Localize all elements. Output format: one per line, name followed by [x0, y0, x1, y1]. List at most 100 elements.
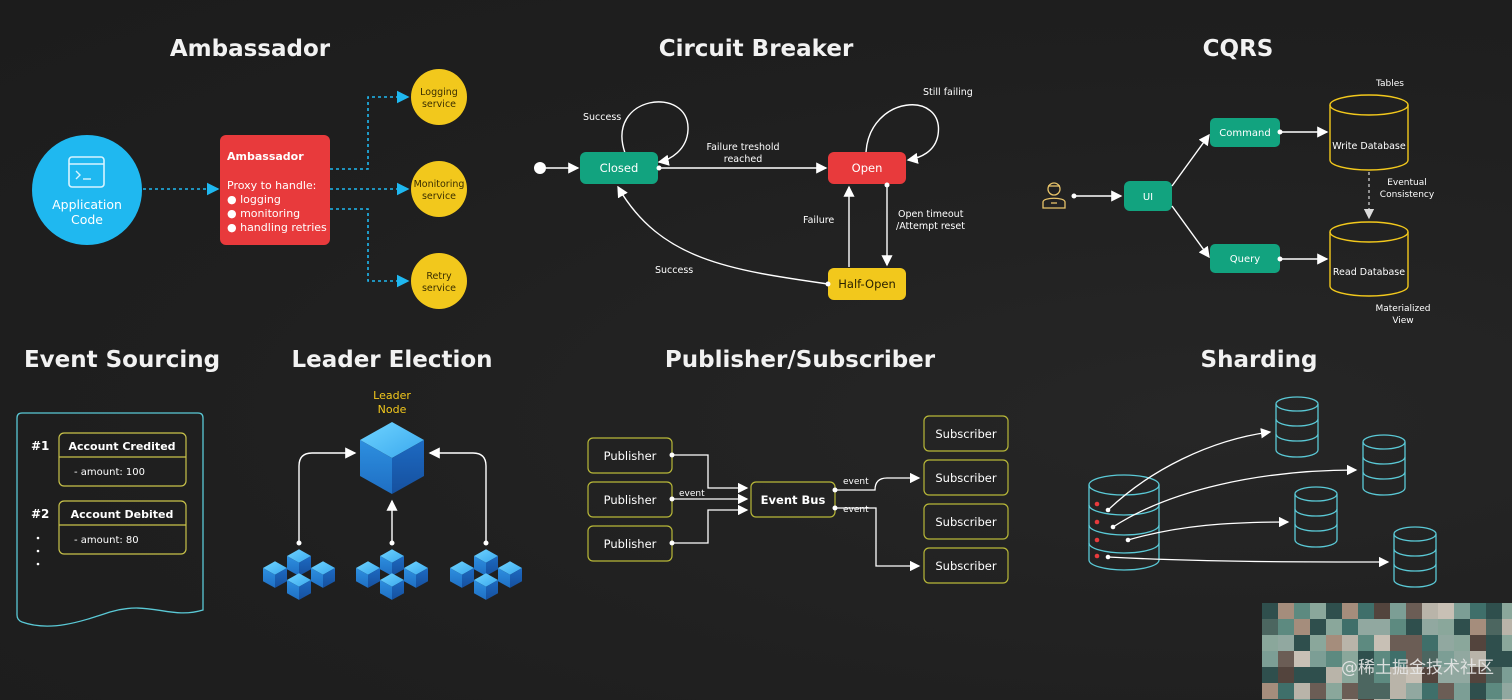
publisher-2-dot	[669, 496, 675, 502]
eventual-label-2: Consistency	[1380, 190, 1435, 200]
event-sourcing-diagram: #1 Account Credited - amount: 100 #2 Acc…	[16, 412, 204, 627]
event-bus-dot-1	[832, 487, 838, 493]
closed-connector-dot	[656, 165, 662, 171]
write-db-label: Write Database	[1332, 141, 1406, 152]
query-connector-dot	[1277, 256, 1283, 262]
follower-cube-2-d	[474, 573, 498, 600]
to-subscriber-2-arrow	[836, 472, 921, 491]
subscribe-event-label-1: event	[843, 477, 869, 487]
to-shard-2-arrow	[1112, 464, 1358, 528]
circuit-breaker-title: Circuit Breaker	[658, 36, 854, 62]
shard-database-icon-1	[1275, 396, 1319, 458]
application-code-label-1: Application	[52, 197, 122, 212]
subscribe-event-label-2: event	[843, 505, 869, 515]
shard-database-icon-4	[1393, 526, 1437, 588]
sharding-diagram	[1088, 396, 1437, 588]
event-sourcing-title: Event Sourcing	[23, 347, 221, 373]
event-2-detail: - amount: 80	[74, 535, 139, 546]
success-bottom-label: Success	[655, 265, 693, 276]
main-database-icon	[1088, 474, 1160, 571]
command-label: Command	[1219, 128, 1270, 139]
center-cluster-dot	[389, 540, 395, 546]
publisher-3-label: Publisher	[604, 537, 657, 551]
pubsub-diagram: Publisher Publisher Publisher event Even…	[587, 415, 1009, 584]
user-icon	[1042, 182, 1066, 209]
shard-src-dot-2	[1110, 524, 1116, 530]
ui-label: UI	[1143, 192, 1153, 203]
closed-state	[580, 152, 658, 184]
publisher-1-dot	[669, 452, 675, 458]
shard-key-dot-3	[1094, 537, 1100, 543]
follower-cube-1-d	[380, 573, 404, 600]
follower-cube-1-a	[380, 549, 404, 576]
user-connector-dot	[1071, 193, 1077, 199]
event-1-number: #1	[31, 439, 49, 453]
follower-cube-2-a	[474, 549, 498, 576]
follower-cube-2-c	[498, 561, 522, 588]
subscriber-1	[923, 415, 1009, 452]
read-db-label: Read Database	[1333, 267, 1405, 278]
subscriber-1-label: Subscriber	[935, 427, 997, 441]
monitoring-service-label-1: Monitoring	[414, 179, 465, 190]
monitoring-service-label-2: service	[422, 191, 456, 202]
left-cluster-dot	[296, 540, 302, 546]
follower-cube-1-c	[404, 561, 428, 588]
leader-label-1: Leader	[373, 389, 411, 402]
success-top-label: Success	[583, 112, 621, 123]
ambassador-box	[220, 135, 330, 245]
event-1-detail: - amount: 100	[74, 467, 145, 478]
logging-service-label-2: service	[422, 99, 456, 110]
subscriber-2	[923, 459, 1009, 496]
follower-cube-1-b	[356, 561, 380, 588]
leader-election-title: Leader Election	[291, 347, 493, 373]
closed-state-label: Closed	[600, 161, 639, 175]
shard-key-dot-4	[1094, 553, 1100, 559]
ambassador-box-title: Ambassador	[227, 150, 304, 163]
right-cluster-arrow	[428, 447, 487, 543]
open-timeout-label-2: /Attempt reset	[896, 221, 965, 232]
failure-label: Failure	[803, 215, 834, 226]
subscriber-4-label: Subscriber	[935, 559, 997, 573]
publish-event-label: event	[679, 489, 705, 499]
shard-src-dot-1	[1105, 507, 1111, 513]
event-2-card	[58, 500, 187, 555]
open-connector-dot	[884, 182, 890, 188]
publisher-1-label: Publisher	[604, 449, 657, 463]
shard-src-dot-3	[1125, 537, 1131, 543]
logging-service-node	[411, 69, 467, 125]
terminal-icon	[68, 156, 105, 188]
materialized-label-1: Materialized	[1375, 304, 1430, 314]
to-retry-arrow	[330, 208, 410, 288]
shard-key-dot-2	[1094, 519, 1100, 525]
shard-database-icon-3	[1294, 486, 1338, 548]
event-log-document	[16, 412, 204, 627]
to-logging-arrow	[330, 90, 410, 170]
command-connector-dot	[1277, 129, 1283, 135]
follower-cube-2-b	[450, 561, 474, 588]
follower-cube-0-a	[287, 549, 311, 576]
halfopen-connector-dot	[825, 281, 831, 287]
publisher-2-label: Publisher	[604, 493, 657, 507]
proxy-line-2: ● monitoring	[227, 207, 300, 220]
follower-node-clusters	[263, 549, 522, 600]
subscriber-3-label: Subscriber	[935, 515, 997, 529]
publisher-3-dot	[669, 540, 675, 546]
open-state-label: Open	[852, 161, 883, 175]
open-self-loop	[865, 104, 940, 164]
blurred-region	[1262, 603, 1512, 700]
command-node	[1210, 118, 1280, 147]
half-open-state-label: Half-Open	[838, 277, 896, 291]
shard-src-dot-4	[1105, 554, 1111, 560]
sharding-title: Sharding	[1200, 347, 1318, 373]
half-open-state	[828, 268, 906, 300]
closed-self-loop	[621, 101, 689, 166]
pubsub-title: Publisher/Subscriber	[664, 347, 936, 373]
start-dot	[534, 162, 546, 174]
query-label: Query	[1230, 254, 1260, 265]
subscriber-3	[923, 503, 1009, 540]
cqrs-title: CQRS	[1202, 36, 1274, 62]
proxy-line-1: ● logging	[227, 193, 281, 206]
application-code-node	[32, 135, 142, 245]
